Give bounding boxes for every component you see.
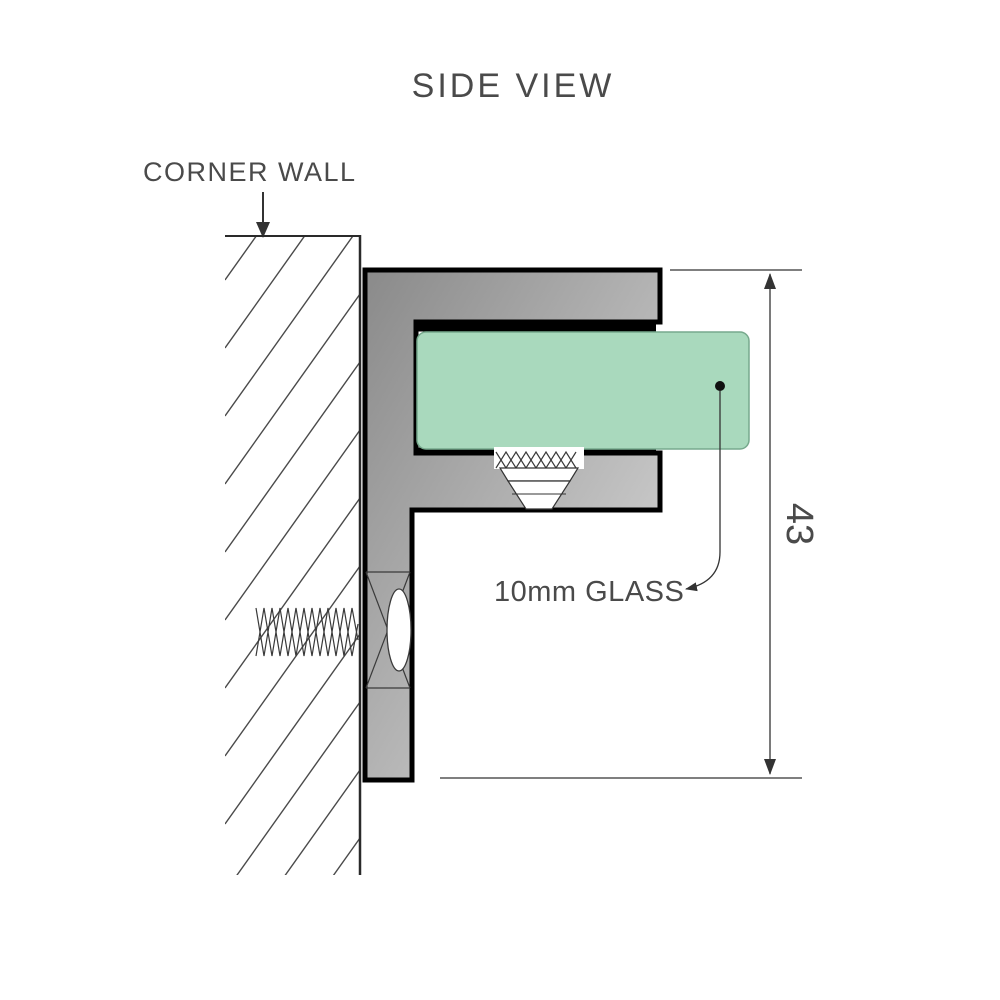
glass-label: 10mm GLASS	[494, 576, 684, 608]
wall-hatching	[225, 237, 359, 875]
wall-screw	[255, 571, 412, 689]
screw-barrel	[386, 588, 412, 672]
diagram-title: SIDE VIEW	[412, 67, 615, 105]
corner-wall-arrow-icon	[256, 192, 270, 238]
leader-dot	[715, 381, 725, 391]
bracket-body	[362, 267, 663, 783]
glass-panel	[416, 331, 750, 450]
dimension-43: 43	[440, 269, 820, 779]
corner-wall-label: CORNER WALL	[143, 157, 357, 187]
glass-leader-arrow	[685, 381, 725, 592]
grub-screw	[494, 447, 584, 510]
dimension-label: 43	[778, 503, 820, 545]
wall-section	[225, 235, 362, 875]
